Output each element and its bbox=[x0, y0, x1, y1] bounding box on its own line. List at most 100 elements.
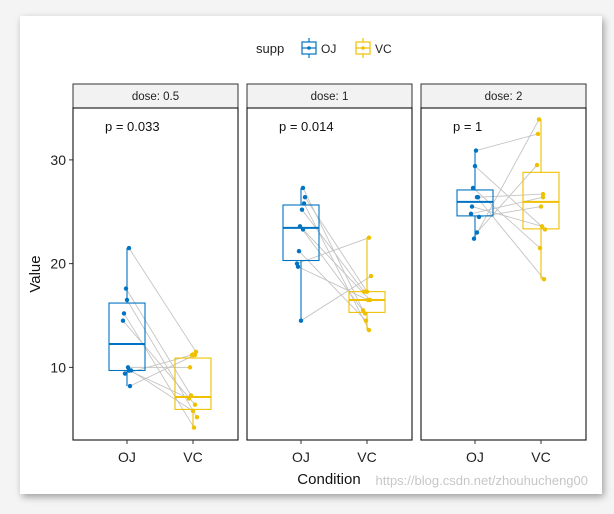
pair-line bbox=[470, 196, 544, 215]
data-point bbox=[535, 131, 541, 137]
pair-line bbox=[477, 193, 544, 198]
data-point bbox=[191, 425, 197, 430]
p-value-label: p = 0.014 bbox=[279, 119, 334, 134]
data-point bbox=[294, 261, 300, 266]
legend-key-oj bbox=[301, 38, 317, 58]
data-point bbox=[536, 117, 542, 122]
pair-line bbox=[129, 354, 196, 387]
pair-line bbox=[298, 250, 367, 321]
pair-line bbox=[128, 370, 190, 399]
pair-line bbox=[297, 266, 369, 301]
legend-key-dot bbox=[307, 46, 311, 50]
pair-line bbox=[472, 187, 541, 249]
strip-label: dose: 1 bbox=[311, 91, 349, 103]
data-point bbox=[471, 236, 477, 241]
data-point bbox=[123, 286, 129, 291]
pair-line bbox=[300, 275, 372, 322]
p-value-label: p = 1 bbox=[453, 119, 482, 134]
y-tick-label: 30 bbox=[50, 152, 66, 168]
data-point bbox=[127, 383, 133, 389]
data-point bbox=[300, 185, 306, 191]
pair-line bbox=[476, 196, 545, 280]
x-tick-label: VC bbox=[531, 449, 550, 465]
box-body bbox=[174, 357, 212, 410]
legend-key-vc bbox=[355, 38, 371, 58]
data-point bbox=[190, 408, 196, 414]
pair-line bbox=[302, 229, 371, 301]
y-tick-label: 10 bbox=[50, 359, 66, 375]
x-tick-label: VC bbox=[183, 449, 202, 465]
pair-line bbox=[476, 164, 538, 233]
legend-label-oj: OJ bbox=[321, 42, 336, 56]
y-tick-label: 20 bbox=[50, 256, 66, 272]
data-point bbox=[540, 191, 546, 197]
watermark-text: https://blog.csdn.net/zhouhucheng00 bbox=[375, 473, 589, 488]
data-point bbox=[187, 365, 193, 370]
p-value-label: p = 0.033 bbox=[105, 119, 160, 134]
box-body bbox=[522, 171, 560, 230]
x-tick-label: OJ bbox=[466, 449, 484, 465]
pair-line bbox=[475, 133, 539, 151]
y-axis-title: Value bbox=[27, 255, 44, 292]
data-point bbox=[121, 311, 127, 316]
pair-line bbox=[123, 313, 195, 428]
points-vc bbox=[360, 235, 374, 333]
points-oj bbox=[468, 148, 482, 241]
data-point bbox=[368, 273, 374, 279]
panel-border bbox=[72, 107, 239, 441]
x-tick-label: OJ bbox=[292, 449, 310, 465]
pair-line bbox=[478, 206, 542, 218]
pair-line bbox=[128, 247, 197, 353]
data-point bbox=[542, 227, 548, 232]
legend-label-vc: VC bbox=[375, 42, 392, 56]
panel-strip bbox=[420, 83, 587, 109]
data-point bbox=[298, 318, 304, 323]
data-point bbox=[189, 352, 195, 358]
paired-lines bbox=[470, 119, 546, 280]
points-vc bbox=[534, 117, 548, 282]
box-oj bbox=[108, 248, 146, 387]
data-point bbox=[476, 214, 482, 220]
pair-line bbox=[301, 209, 365, 292]
data-point bbox=[367, 297, 373, 303]
data-point bbox=[538, 204, 544, 209]
data-point bbox=[297, 224, 303, 229]
pair-line bbox=[299, 226, 366, 314]
data-point bbox=[540, 195, 546, 200]
panel-border bbox=[246, 107, 413, 441]
data-point bbox=[534, 162, 540, 168]
x-tick-label: VC bbox=[357, 449, 376, 465]
box-body bbox=[456, 189, 494, 217]
data-point bbox=[474, 230, 480, 235]
data-point bbox=[473, 148, 479, 153]
data-point bbox=[301, 201, 307, 206]
pair-line bbox=[471, 206, 543, 227]
x-tick-label: OJ bbox=[118, 449, 136, 465]
points-oj bbox=[120, 245, 134, 389]
points-oj bbox=[294, 185, 308, 323]
data-point bbox=[539, 224, 545, 229]
data-point bbox=[186, 396, 192, 401]
paired-lines bbox=[296, 187, 372, 331]
data-point bbox=[362, 311, 368, 316]
data-point bbox=[366, 235, 372, 240]
panel-strip bbox=[72, 83, 239, 109]
data-point bbox=[194, 414, 200, 420]
pair-line bbox=[130, 370, 194, 412]
legend-key-dot bbox=[361, 46, 365, 50]
pair-line bbox=[474, 165, 546, 230]
pair-line bbox=[125, 288, 192, 396]
data-point bbox=[122, 371, 128, 376]
data-point bbox=[541, 276, 547, 282]
data-point bbox=[363, 318, 369, 323]
data-point bbox=[192, 402, 198, 407]
data-point bbox=[126, 368, 132, 373]
data-point bbox=[537, 245, 543, 251]
data-point bbox=[472, 163, 478, 169]
